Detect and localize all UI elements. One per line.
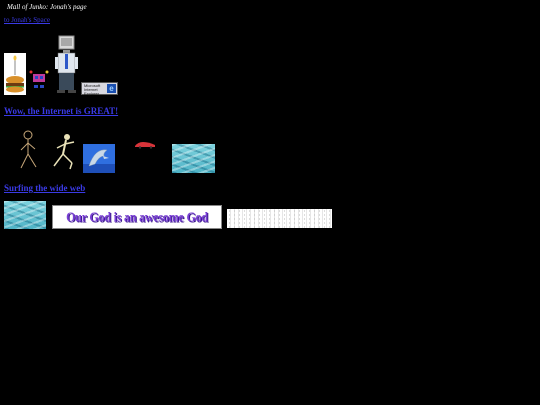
noise-pattern	[227, 209, 332, 228]
hamburger-icon	[6, 55, 24, 93]
page-title: Mall of Junko: Jonah's page	[7, 3, 87, 11]
juggler-icon	[29, 70, 49, 88]
ie-badge-line1: Microsoft	[84, 83, 101, 88]
dolphin-icon	[83, 149, 115, 173]
water-texture-image	[172, 144, 215, 173]
running-figure-icon	[53, 134, 75, 170]
internet-great-heading[interactable]: Wow, the Internet is GREAT!	[4, 106, 119, 116]
home-link[interactable]: to Jonah's Space	[4, 16, 50, 24]
stick-figure-icon	[20, 130, 37, 169]
awesome-god-banner: Our God is an awesome God	[52, 205, 222, 229]
computer-man-icon	[55, 35, 78, 93]
static-noise-image	[227, 209, 332, 228]
stick-figure-image	[16, 130, 40, 170]
red-car-image	[134, 136, 156, 149]
juggler-image	[29, 68, 49, 94]
internet-explorer-badge[interactable]: Microsoft Internet Explorer e	[81, 82, 118, 96]
dolphin-image	[83, 144, 115, 173]
computer-man-image	[53, 35, 79, 95]
ie-logo-icon: e	[107, 84, 116, 93]
hamburger-candle-image	[4, 53, 26, 95]
surfing-web-heading[interactable]: Surfing the wide web	[4, 183, 86, 193]
ie-badge-line3: Explorer	[84, 91, 99, 96]
water-texture-image-2	[4, 201, 46, 229]
ie-badge-line2: Internet	[84, 87, 98, 92]
banner-text: Our God is an awesome God	[66, 208, 208, 225]
car-icon	[135, 142, 155, 149]
running-figure-image	[50, 133, 77, 171]
